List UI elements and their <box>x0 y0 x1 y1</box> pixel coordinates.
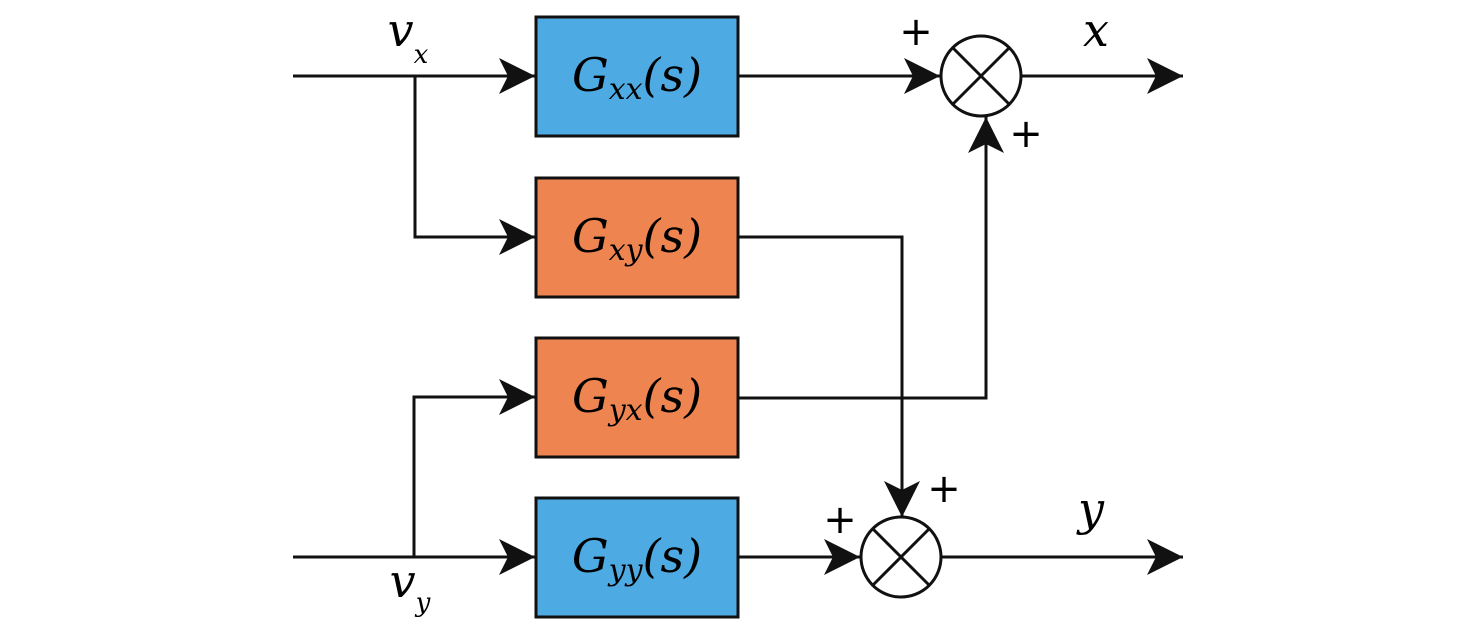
x-output-label: x <box>1083 3 1109 57</box>
block-gyx: Gyx(s) <box>534 336 740 459</box>
vy-label: vy <box>390 554 431 618</box>
y-output-label: y <box>1076 482 1105 536</box>
block-gxy: Gxy(s) <box>534 176 740 299</box>
gyx-sub-label: yx <box>607 393 643 428</box>
vx-base: v <box>388 3 414 57</box>
gyy-sub-label: yy <box>607 553 644 588</box>
gyx-base-label: G <box>572 369 609 423</box>
block-gxx: Gxx(s) <box>534 15 740 138</box>
gxy-sub-label: xy <box>609 233 644 268</box>
vy-branch-line <box>412 379 535 557</box>
vx-branch-line <box>413 76 535 255</box>
gxx-sub-label: xx <box>609 72 643 107</box>
gyx-arg-label: (s) <box>643 369 703 423</box>
gxy-arg-label: (s) <box>643 209 703 263</box>
gyy-base-label: G <box>572 529 609 583</box>
svg-text:Gyy(s): Gyy(s) <box>572 529 702 588</box>
vx-label: vx <box>388 3 429 70</box>
svg-text:Gxx(s): Gxx(s) <box>572 48 702 107</box>
vy-base: v <box>390 554 416 608</box>
svg-text:Gyx(s): Gyx(s) <box>572 369 702 428</box>
top-summer-left-sign: + <box>899 9 933 55</box>
svg-text:Gxy(s): Gxy(s) <box>572 209 702 268</box>
top-summing-junction: × <box>939 34 1023 118</box>
block-gyy: Gyy(s) <box>534 496 740 619</box>
gxx-arg-label: (s) <box>643 48 703 102</box>
gyy-arg-label: (s) <box>643 529 703 583</box>
top-summer-bottom-sign: + <box>1009 111 1043 157</box>
vx-sub: x <box>414 40 429 70</box>
gyx-output-line <box>739 117 1004 400</box>
gxx-base-label: G <box>572 48 609 102</box>
bottom-summer-left-sign: + <box>823 497 857 543</box>
bottom-summing-junction: × <box>859 515 943 599</box>
vy-sub: y <box>415 588 431 618</box>
gxy-output-line <box>739 235 920 517</box>
gxy-base-label: G <box>572 209 609 263</box>
bottom-summer-top-sign: + <box>927 466 961 512</box>
